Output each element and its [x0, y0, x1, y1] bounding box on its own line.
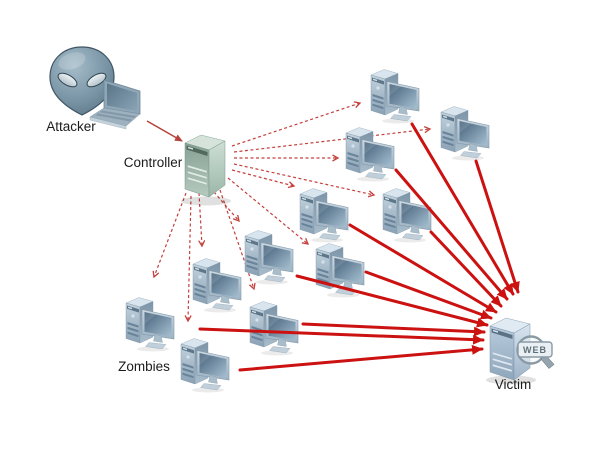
victim-label: Victim — [495, 377, 532, 392]
zombie-computer-icon — [299, 188, 349, 243]
zombie-computer-icon — [192, 258, 242, 313]
attack-arrow-solid — [474, 159, 520, 294]
zombie-computer-icon — [315, 243, 365, 298]
command-arrow-dashed — [213, 191, 239, 221]
command-arrow-dashed — [199, 192, 202, 246]
zombie-computer-icon — [125, 297, 175, 352]
attacker-node: Attacker — [46, 46, 141, 134]
attack-arrows-group — [198, 122, 520, 372]
attack-arrow-solid — [410, 122, 515, 296]
zombie-computer-icon — [345, 127, 395, 182]
attacker-label: Attacker — [46, 119, 96, 134]
victim-shadow — [486, 375, 536, 385]
attack-arrow-solid — [364, 270, 493, 320]
victim-node: WEB Victim — [486, 317, 555, 392]
command-arrow-dashed — [227, 177, 308, 244]
alien-icon — [49, 46, 115, 116]
controller-node: Controller — [124, 134, 231, 206]
attack-arrow-solid — [429, 230, 503, 308]
attacker-to-controller-arrow — [146, 120, 183, 142]
attack-arrow-solid — [301, 322, 486, 337]
zombie-computer-icon — [370, 69, 420, 124]
zombies-label: Zombies — [118, 359, 170, 374]
command-arrow-dashed — [233, 129, 430, 153]
command-arrow-dashed — [219, 189, 254, 289]
attack-arrow-solid — [348, 223, 498, 314]
zombie-computer-icon — [382, 188, 432, 243]
magnifier-icon: WEB — [516, 335, 555, 369]
controller-label: Controller — [124, 155, 183, 170]
attack-arrow-solid — [238, 344, 484, 372]
controller-shadow — [181, 196, 231, 206]
zombie-computer-icon — [244, 230, 294, 285]
zombie-computer-icon — [249, 301, 299, 356]
zombie-computer-icon — [180, 338, 230, 393]
attack-arrow-solid — [295, 274, 489, 328]
command-arrows-group — [154, 103, 430, 321]
command-arrow-dashed — [154, 192, 187, 277]
command-arrow-dashed — [233, 163, 374, 195]
web-badge-label: WEB — [523, 345, 547, 355]
controller-server-icon — [184, 134, 226, 198]
attack-arrow-solid — [394, 168, 509, 301]
zombie-computer-icon — [440, 106, 490, 161]
laptop-icon — [89, 79, 141, 130]
victim-server-icon — [489, 317, 531, 381]
command-arrow-dashed — [231, 169, 294, 186]
zombies-group: Zombies — [118, 69, 490, 393]
command-arrow-dashed — [188, 195, 191, 321]
attack-arrow-solid — [198, 327, 485, 345]
command-arrow-dashed — [231, 103, 360, 147]
web-badge: WEB — [517, 341, 553, 358]
